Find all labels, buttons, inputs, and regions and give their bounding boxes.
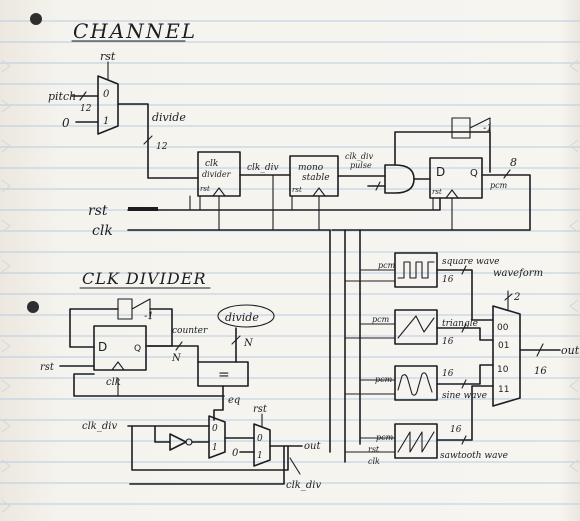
svg-text:pcm: pcm — [372, 315, 390, 324]
svg-text:D: D — [436, 165, 445, 179]
svg-text:rst: rst — [432, 188, 442, 196]
svg-text:16: 16 — [442, 369, 454, 379]
svg-text:16: 16 — [442, 337, 454, 347]
svg-text:Q: Q — [470, 168, 478, 179]
mono-stable-block: mono stable rst — [290, 156, 338, 196]
svg-text:rst: rst — [200, 185, 210, 193]
pcm-bus-width: 8 — [510, 156, 517, 169]
clk-divider-title: CLK DIVIDER — [82, 269, 206, 288]
svg-text:-1: -1 — [483, 123, 493, 134]
equality-comparator: = — [198, 362, 248, 386]
waveform-mux: waveform 2 00 01 10 11 out 16 — [493, 268, 580, 406]
channel-title: CHANNEL — [73, 19, 197, 43]
rst-input-label: rst — [88, 203, 108, 219]
mux-port-1: 1 — [103, 116, 109, 127]
svg-text:D: D — [98, 340, 107, 354]
channel-toggle: -1 — [452, 118, 493, 138]
svg-text:divider: divider — [202, 170, 232, 179]
divider-rst2-label: rst — [253, 404, 268, 415]
svg-text:11: 11 — [498, 385, 509, 395]
channel-dff: D Q rst — [430, 158, 482, 198]
clk-div-output-label: clk_div — [286, 480, 321, 491]
wave-sawtooth: pcm sawtooth wave 16 — [345, 424, 508, 461]
divider-divide-label: divide — [225, 311, 259, 324]
divider-rst-label: rst — [40, 362, 55, 373]
mux-port-0: 0 — [103, 89, 110, 100]
mux-bus-width: 12 — [80, 104, 92, 114]
clk-div-input-label: clk_div — [82, 421, 117, 432]
svg-text:stable: stable — [302, 173, 330, 183]
inverter — [170, 434, 186, 450]
eq-reset-wire — [74, 374, 224, 396]
rst-rail — [128, 198, 440, 210]
bottom-clk-label: clk — [368, 457, 380, 466]
svg-text:1: 1 — [257, 451, 263, 461]
binder-hole-middle — [27, 301, 39, 313]
svg-text:16: 16 — [450, 425, 462, 435]
svg-text:01: 01 — [498, 341, 509, 351]
divider-out-label: out — [304, 441, 321, 452]
clk-div-pulse-label-1: clk_div — [345, 152, 374, 161]
svg-text:pcm: pcm — [378, 261, 396, 270]
divide-width: N — [243, 338, 254, 349]
svg-text:00: 00 — [497, 323, 509, 333]
binder-hole-top — [30, 13, 42, 25]
svg-text:1: 1 — [212, 443, 218, 453]
eq-label: eq — [228, 395, 240, 406]
divider-mux-1: 0 1 — [209, 416, 225, 458]
svg-text:square wave: square wave — [442, 257, 500, 267]
clk-div-pulse-label-2: pulse — [350, 161, 372, 170]
clk-div-label: clk_div — [247, 163, 279, 173]
divide-label: divide — [152, 111, 186, 124]
wave-square: pcm square wave 16 — [345, 253, 500, 287]
svg-text:sawtooth wave: sawtooth wave — [440, 451, 508, 461]
svg-text:sine wave: sine wave — [442, 391, 487, 401]
divider-toggle: -1 — [118, 299, 154, 322]
svg-text:waveform: waveform — [493, 268, 543, 279]
svg-text:clk: clk — [205, 159, 218, 169]
svg-text:mono: mono — [298, 163, 324, 173]
svg-text:-1: -1 — [144, 311, 154, 322]
counter-label: counter — [172, 326, 208, 336]
divide-bus-width: 12 — [156, 142, 168, 152]
svg-text:16: 16 — [442, 275, 454, 285]
counter-width: N — [171, 353, 182, 364]
mux-input-pitch: pitch — [48, 90, 76, 103]
svg-text:0: 0 — [257, 434, 263, 444]
svg-text:=: = — [218, 367, 230, 383]
divider-mux-2: 0 1 — [254, 424, 270, 466]
svg-text:0: 0 — [212, 424, 218, 434]
svg-text:rst: rst — [292, 186, 302, 194]
svg-text:10: 10 — [497, 365, 509, 375]
mux-input-zero: 0 — [62, 116, 70, 130]
svg-text:Q: Q — [134, 344, 141, 354]
svg-text:16: 16 — [534, 366, 547, 377]
svg-text:clk: clk — [106, 377, 121, 388]
svg-text:2: 2 — [513, 292, 520, 303]
mux-sel-rst: rst — [100, 50, 116, 63]
pcm-label: pcm — [490, 181, 508, 190]
divider-zero-label: 0 — [232, 448, 239, 459]
clk-input-label: clk — [92, 223, 113, 239]
svg-text:out: out — [561, 344, 580, 357]
bottom-rst-label: rst — [368, 445, 380, 454]
